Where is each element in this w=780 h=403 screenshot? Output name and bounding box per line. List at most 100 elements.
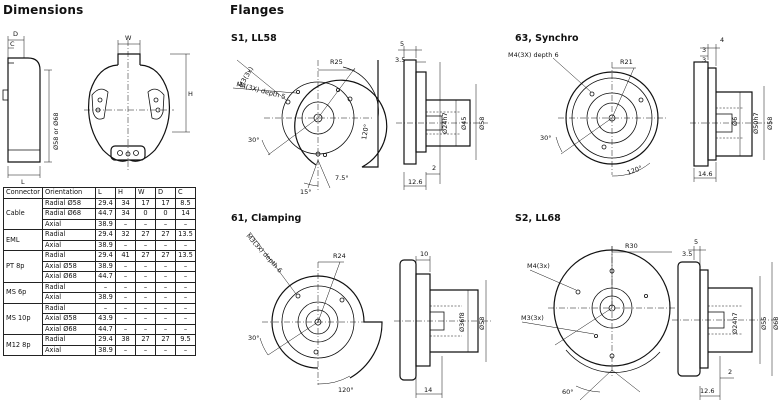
cell-d: – (155, 239, 177, 251)
s1-r-label: R25 (330, 58, 343, 66)
cell-orientation: Axial (42, 344, 97, 356)
cell-d: 27 (155, 334, 177, 346)
cell-c: – (175, 218, 197, 230)
s1-tap-label: M4(3X) depth 5 (235, 80, 286, 101)
cell-w: 0 (135, 208, 157, 220)
cell-h: – (115, 292, 137, 304)
cell-w: – (135, 302, 157, 314)
cell-connector: PT 8p (2, 250, 44, 283)
clamp-tap-label: M3(3x) depth 6 (245, 232, 284, 275)
s2-r-label: R21 (620, 58, 633, 66)
ll68-dia68-label: Ø68 (772, 317, 780, 330)
cell-orientation: Axial (42, 239, 97, 251)
cell-d: 27 (155, 250, 177, 262)
header-orientation: Orientation (42, 187, 97, 199)
synchro-w146-label: 14.6 (698, 170, 712, 178)
cell-l: 44.7 (95, 271, 117, 283)
header-l: L (95, 187, 117, 199)
ll68-a60-label: 60° (562, 388, 574, 396)
cell-w: – (135, 260, 157, 272)
cell-orientation: Radial (42, 281, 97, 293)
cell-c: – (175, 271, 197, 283)
cell-orientation: Radial Ø58 (42, 197, 97, 209)
cell-d: – (155, 271, 177, 283)
cell-h: – (115, 302, 137, 314)
header-w: W (135, 187, 157, 199)
s1-a75-label: 7.5° (335, 174, 349, 182)
cell-w: 17 (135, 197, 157, 209)
cell-w: 27 (135, 250, 157, 262)
synchro-d3b-label: 3 (702, 56, 706, 64)
flange-61-drawing: R24 M3(3x) depth 6 30° 120° 10 14 Ø36f8 … (245, 231, 492, 398)
cell-c: 14 (175, 208, 197, 220)
clamp-d10-label: 10 (420, 250, 428, 258)
cell-orientation: Radial (42, 302, 97, 314)
cell-l: 29.4 (95, 197, 117, 209)
cell-orientation: Axial (42, 218, 97, 230)
s1-a30-label: 30° (248, 136, 260, 144)
cell-connector: MS 10p (2, 302, 44, 335)
cell-l: 29.4 (95, 250, 117, 262)
cell-l: 38.9 (95, 218, 117, 230)
cell-d: – (155, 344, 177, 356)
synchro-dia50-label: Ø50h7 (752, 112, 760, 134)
cell-orientation: Radial (42, 334, 97, 346)
ll68-dia55-label: Ø55 (760, 317, 768, 330)
cell-orientation: Axial Ø68 (42, 323, 97, 335)
cell-orientation: Axial (42, 292, 97, 304)
cell-c: – (175, 281, 197, 293)
cell-d: – (155, 313, 177, 325)
cell-orientation: Radial (42, 229, 97, 241)
cell-w: – (135, 239, 157, 251)
cell-l: 29.4 (95, 334, 117, 346)
dim-w-label: W (125, 34, 132, 42)
clamp-dia36-label: Ø36f8 (458, 312, 466, 332)
cell-h: – (115, 344, 137, 356)
cell-h: – (115, 260, 137, 272)
cell-w: – (135, 281, 157, 293)
cell-c: – (175, 260, 197, 272)
cell-h: – (115, 281, 137, 293)
cell-h: 41 (115, 250, 137, 262)
cell-w: 27 (135, 229, 157, 241)
cell-h: 38 (115, 334, 137, 346)
cell-d: – (155, 281, 177, 293)
cell-h: 34 (115, 197, 137, 209)
encoder-front-view: W H (84, 34, 193, 170)
cell-connector: Cable (2, 197, 44, 230)
dimensions-heading: Dimensions (3, 3, 84, 17)
cell-orientation: Axial Ø68 (42, 271, 97, 283)
cell-h: 32 (115, 229, 137, 241)
flange-s1-title: S1, LL58 (231, 33, 277, 44)
header-h: H (115, 187, 137, 199)
s1-a15-label: 15° (300, 188, 312, 196)
s1-d5-label: 5 (400, 40, 404, 48)
ll68-w2-label: 2 (728, 368, 732, 376)
cell-d: 17 (155, 197, 177, 209)
ll68-d5-label: 5 (694, 238, 698, 246)
cell-c: 13.5 (175, 229, 197, 241)
flange-63-drawing: R21 M4(3X) depth 6 30° 120° 4 3 3 14.6 Ø… (508, 36, 775, 182)
ll68-hole2-label: M3(3x) (521, 314, 544, 322)
cell-orientation: Radial Ø68 (42, 208, 97, 220)
cell-connector: M12 8p (2, 334, 44, 356)
clamp-a30-label: 30° (248, 334, 260, 342)
cell-l: 44.7 (95, 323, 117, 335)
cell-l: 43.9 (95, 313, 117, 325)
cell-c: 8.5 (175, 197, 197, 209)
encoder-side-view: D C L Ø58 or Ø68 (2, 30, 60, 186)
cell-l: 38.9 (95, 344, 117, 356)
dim-h-label: H (188, 90, 193, 98)
cell-d: – (155, 302, 177, 314)
cell-d: 27 (155, 229, 177, 241)
dim-l-label: L (21, 178, 25, 186)
